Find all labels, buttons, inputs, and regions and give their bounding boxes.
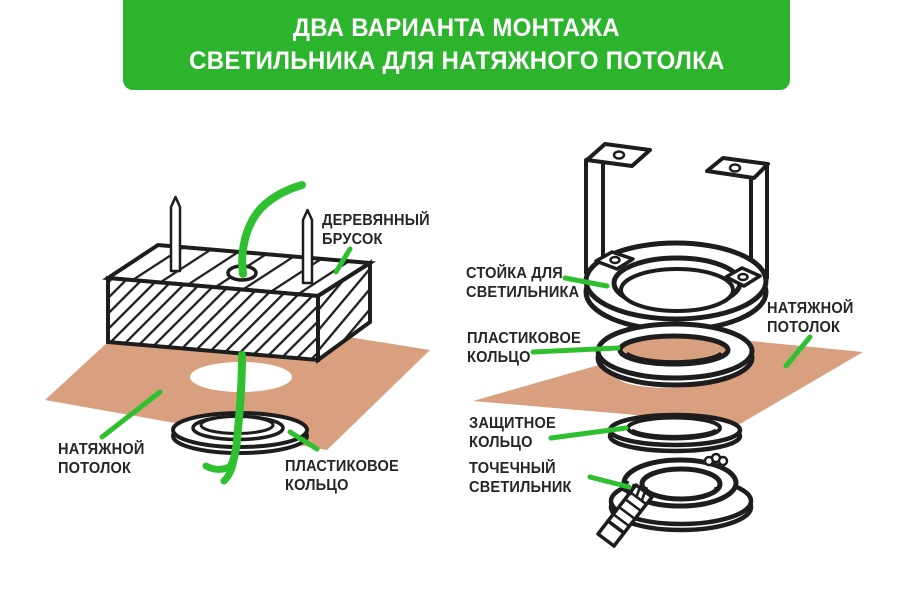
leader-plastic-ring-right: [530, 345, 621, 355]
label-stretch-ceiling-right: НАТЯЖНОЙ ПОТОЛОК: [767, 300, 854, 336]
label-plastic-ring-right: ПЛАСТИКОВОЕ КОЛЬЦО: [467, 330, 581, 366]
leader-ceiling-right: [783, 334, 813, 369]
plastic-ring-right: [595, 321, 755, 388]
title-banner: ДВА ВАРИАНТА МОНТАЖА СВЕТИЛЬНИКА ДЛЯ НАТ…: [123, 0, 790, 90]
label-stretch-ceiling-left: НАТЯЖНОЙ ПОТОЛОК: [58, 441, 145, 477]
label-wooden-block: ДЕРЕВЯННЫЙ БРУСОК: [322, 212, 430, 248]
right-diagram: [473, 142, 863, 548]
nail-icon: [169, 195, 314, 285]
power-wire: [202, 181, 306, 485]
label-light-stand: СТОЙКА ДЛЯ СВЕТИЛЬНИКА: [466, 265, 580, 301]
spring-coil-detail: [703, 452, 729, 467]
title-line-1: ДВА ВАРИАНТА МОНТАЖА: [292, 14, 621, 42]
spot-light: [596, 452, 754, 548]
leader-plastic-ring-left: [287, 429, 320, 452]
leader-spot-light: [587, 474, 632, 490]
label-spot-light: ТОЧЕЧНЫЙ СВЕТИЛЬНИК: [469, 460, 572, 496]
protective-ring: [607, 412, 743, 454]
spring-clip: [596, 480, 654, 548]
left-diagram: [45, 181, 430, 485]
label-plastic-ring-left: ПЛАСТИКОВОЕ КОЛЬЦО: [285, 458, 399, 494]
leader-protective-ring: [548, 425, 629, 441]
leader-wooden-block: [333, 246, 353, 275]
label-protective-ring: ЗАЩИТНОЕ КОЛЬЦО: [469, 415, 556, 451]
leader-light-stand: [562, 275, 610, 289]
leader-ceiling-left: [99, 389, 163, 440]
title-line-2: СВЕТИЛЬНИКА ДЛЯ НАТЯЖНОГО ПОТОЛКА: [188, 47, 725, 75]
light-stand-bracket: [583, 142, 770, 333]
